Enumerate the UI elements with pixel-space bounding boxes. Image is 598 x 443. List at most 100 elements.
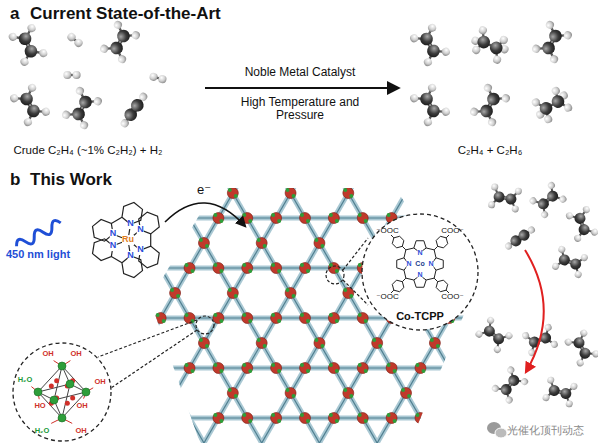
linker xyxy=(77,0,577,443)
linker xyxy=(0,266,598,271)
watermark: 光催化顶刊动态 xyxy=(507,424,584,436)
zr-cluster xyxy=(170,288,181,299)
zr-cluster xyxy=(242,313,253,324)
zr-cluster xyxy=(213,363,224,374)
linker xyxy=(0,0,187,443)
linker xyxy=(0,0,490,443)
zoom-spot xyxy=(196,316,214,334)
atom-label: N xyxy=(110,229,117,239)
zr-cluster xyxy=(314,238,325,249)
product-label: C₂H₄ + C₂H₆ xyxy=(458,144,523,157)
molecule-name: Co-TCPP xyxy=(396,310,444,322)
linker xyxy=(0,85,209,443)
atom-label: ⁻OOC xyxy=(376,227,398,236)
watermark-icon xyxy=(487,422,507,438)
molecule xyxy=(9,82,52,127)
atom-label: N xyxy=(428,260,433,268)
linker xyxy=(55,0,555,443)
atom-label: H₂O xyxy=(35,427,50,435)
linker xyxy=(142,0,598,443)
zr-cluster xyxy=(256,338,267,349)
linker xyxy=(120,0,598,443)
atom-label: OH xyxy=(70,350,81,358)
linker xyxy=(0,0,403,443)
molecule xyxy=(563,328,598,367)
zr-cluster xyxy=(300,213,311,224)
molecule xyxy=(488,183,523,213)
molecules xyxy=(7,19,598,408)
zoom-line xyxy=(98,320,197,357)
atom-label: H₂O xyxy=(18,376,33,384)
linker xyxy=(358,0,598,443)
zr-cluster xyxy=(328,213,339,224)
linker xyxy=(0,217,598,218)
linker xyxy=(98,0,598,443)
ru-complex xyxy=(93,202,160,277)
zr-cluster xyxy=(328,413,339,424)
molecule xyxy=(61,85,104,130)
linker xyxy=(0,0,360,443)
zr-cluster xyxy=(271,213,282,224)
light-label: 450 nm light xyxy=(6,248,70,260)
linker xyxy=(0,316,598,321)
zr-cluster xyxy=(357,363,368,374)
atom-label: N xyxy=(127,219,134,229)
zr-cluster xyxy=(227,288,238,299)
linker xyxy=(0,0,274,443)
linker xyxy=(0,267,598,268)
electron-arrow xyxy=(165,203,245,226)
zr-cluster xyxy=(328,363,339,374)
molecule xyxy=(117,90,150,130)
zr-cluster xyxy=(300,363,311,374)
panel-letter: a xyxy=(10,5,19,24)
zr-cluster xyxy=(242,413,253,424)
zr-cluster xyxy=(300,263,311,274)
linker xyxy=(163,0,598,443)
reaction-arrow xyxy=(205,87,398,89)
atom-label: OH xyxy=(42,350,53,358)
linker xyxy=(0,60,252,443)
linker xyxy=(336,47,598,443)
zr-cluster xyxy=(184,313,195,324)
zr-cluster xyxy=(271,413,282,424)
zr-cluster xyxy=(285,288,296,299)
linker xyxy=(336,47,598,443)
zr-cluster xyxy=(343,388,354,399)
linker xyxy=(0,0,382,443)
linker xyxy=(0,0,230,443)
atom-label: OH xyxy=(75,427,86,435)
linker xyxy=(293,22,598,443)
linker xyxy=(0,85,209,443)
molecule xyxy=(528,180,568,219)
linker xyxy=(0,167,598,168)
molecule xyxy=(474,315,514,354)
linker xyxy=(0,0,274,443)
atom-label: N xyxy=(137,245,144,255)
zr-cluster xyxy=(357,213,368,224)
linker xyxy=(0,0,230,443)
zr-cluster xyxy=(300,313,311,324)
reactant-label: Crude C₂H₄ (~1% C₂H₂) + H₂ xyxy=(13,144,162,157)
atom-label: N xyxy=(127,251,134,261)
atom-label: HO xyxy=(34,402,45,410)
zr-cluster xyxy=(372,338,383,349)
linker xyxy=(0,0,425,443)
atom-label: N xyxy=(417,271,422,279)
linker xyxy=(98,0,598,443)
molecule xyxy=(409,82,452,127)
linker xyxy=(207,0,598,443)
zr-cluster xyxy=(213,263,224,274)
zr-cluster xyxy=(271,313,282,324)
zr-cluster xyxy=(184,263,195,274)
zr-cluster xyxy=(328,313,339,324)
zr-cluster xyxy=(242,263,253,274)
atom-label: N xyxy=(406,260,411,268)
zoom-circle: OHOHH₂OOHHOOHH₂OOH xyxy=(12,342,112,442)
molecule xyxy=(528,83,575,127)
zr-cluster xyxy=(415,363,426,374)
molecule xyxy=(531,19,574,64)
zr-cluster xyxy=(184,363,195,374)
atom-label: COO⁻ xyxy=(441,227,463,236)
zr-cluster xyxy=(386,363,397,374)
